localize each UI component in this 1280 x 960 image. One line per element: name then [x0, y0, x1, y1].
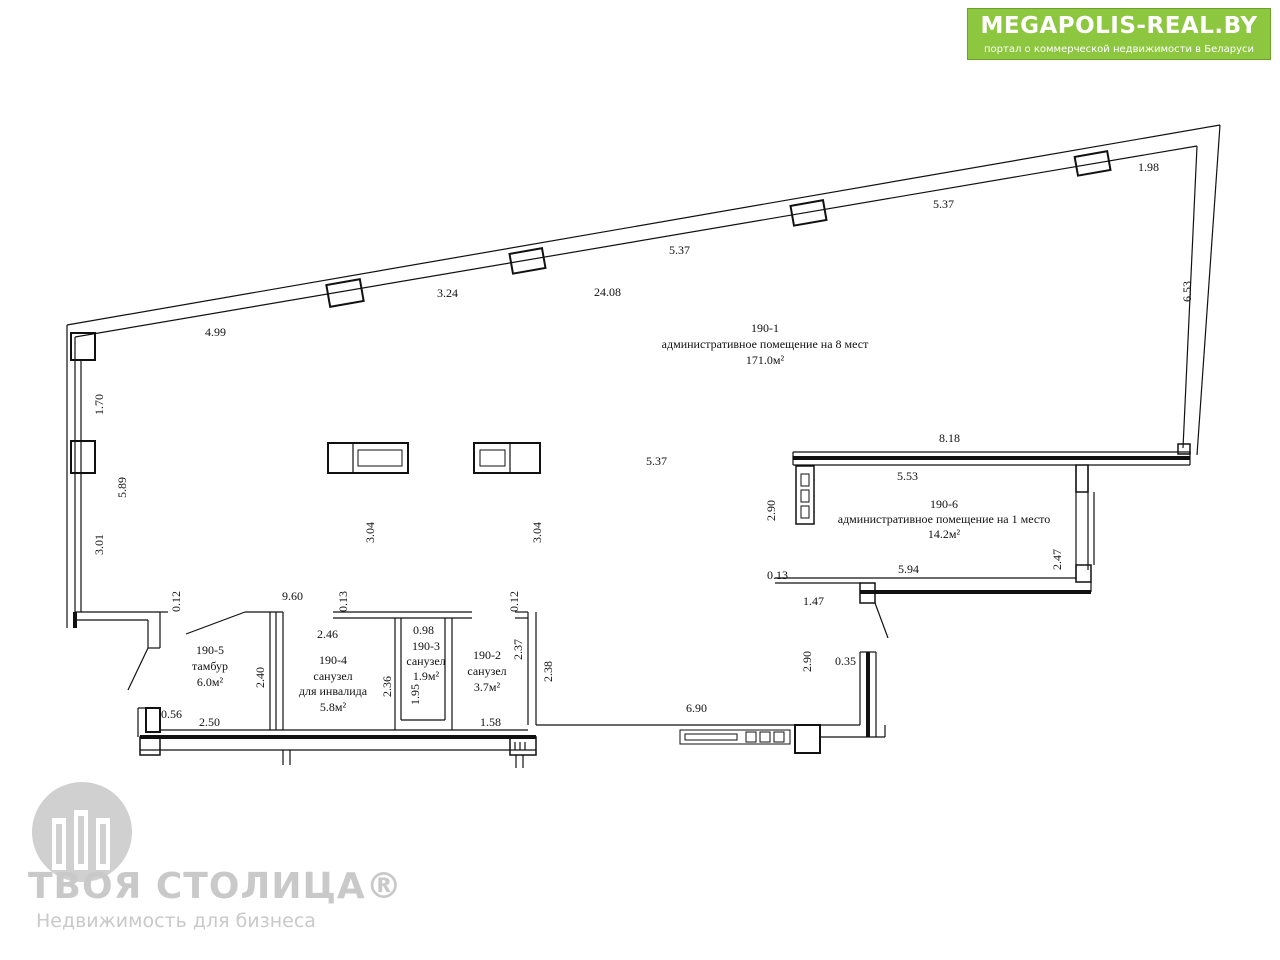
brand-title: MEGAPOLIS-REAL.BY: [980, 13, 1258, 39]
megapolis-logo[interactable]: MEGAPOLIS-REAL.BY портал о коммерческой …: [967, 8, 1271, 60]
dim-label: 2.50: [199, 715, 220, 729]
dim-label: 24.08: [594, 285, 621, 299]
room-190-2-area: 3.7м²: [474, 680, 501, 694]
dim-label: 1.47: [803, 594, 824, 608]
dim-label: 1.98: [1138, 160, 1159, 174]
columns: [70, 150, 1191, 474]
dim-label: 0.13: [767, 568, 788, 582]
dim-label: 3.01: [92, 534, 106, 555]
room-190-4-name2: для инвалида: [299, 684, 368, 698]
dim-label: 5.89: [115, 477, 129, 498]
dim-label: 2.90: [800, 651, 814, 672]
room-190-3-id: 190-3: [412, 639, 440, 653]
dim-label: 1.58: [480, 715, 501, 729]
dim-label: 0.35: [835, 654, 856, 668]
dim-label: 5.53: [897, 469, 918, 483]
dim-label: 5.37: [933, 197, 954, 211]
dim-label: 5.37: [669, 243, 690, 257]
dim-label: 6.90: [686, 701, 707, 715]
dim-label: 9.60: [282, 589, 303, 603]
dim-label: 3.04: [530, 522, 544, 543]
dim-label: 2.37: [511, 639, 525, 660]
room-190-5-id: 190-5: [196, 643, 224, 657]
room-190-2-name: санузел: [467, 664, 506, 678]
dim-label: 1.70: [92, 394, 106, 415]
dim-label: 3.24: [437, 286, 458, 300]
room-190-4-id: 190-4: [319, 653, 347, 667]
outer-walls: [66, 124, 1221, 768]
dim-label: 0.56: [161, 707, 182, 721]
dim-label: 0.12: [169, 591, 183, 612]
room-190-3-name: санузел: [406, 654, 445, 668]
dim-label: 2.46: [317, 627, 338, 641]
dim-label: 0.98: [413, 623, 434, 637]
dim-label: 6.53: [1180, 281, 1194, 302]
dim-label: 2.36: [380, 676, 394, 697]
room-190-6-id: 190-6: [930, 497, 958, 511]
room-190-5-name: тамбур: [192, 659, 228, 673]
dim-label: 2.40: [253, 667, 267, 688]
room-190-5-area: 6.0м²: [197, 675, 224, 689]
dim-label: 0.13: [336, 591, 350, 612]
room-190-1-id: 190-1: [751, 321, 779, 335]
dim-label: 8.18: [939, 431, 960, 445]
room-190-6-name: административное помещение на 1 место: [838, 512, 1050, 526]
brand-tagline: портал о коммерческой недвижимости в Бел…: [984, 44, 1254, 55]
room-190-1-name: административное помещение на 8 мест: [662, 337, 869, 351]
room-190-4-area: 5.8м²: [320, 700, 347, 714]
room-190-3-area: 1.9м²: [413, 669, 440, 683]
dim-label: 2.47: [1050, 549, 1064, 570]
dim-label: 1.95: [408, 684, 422, 705]
room-190-6-area: 14.2м²: [928, 527, 961, 541]
dim-label: 0.12: [507, 591, 521, 612]
dim-label: 2.90: [764, 500, 778, 521]
dim-label: 5.94: [898, 562, 919, 576]
watermark-subtitle: Недвижимость для бизнеса: [36, 910, 316, 932]
room-190-2-id: 190-2: [473, 648, 501, 662]
dim-label: 2.38: [541, 661, 555, 682]
room-190-1-area: 171.0м²: [746, 353, 785, 367]
dim-label: 5.37: [646, 454, 667, 468]
room-labels: 190-1 административное помещение на 8 ме…: [192, 321, 1050, 714]
watermark-title: ТВОЯ СТОЛИЦА®: [28, 866, 403, 907]
dim-label: 3.04: [363, 522, 377, 543]
dimension-labels: 4.99 3.24 24.08 5.37 5.37 1.98 6.53 1.70…: [92, 160, 1194, 729]
building-logo-icon: [32, 782, 132, 882]
room-190-4-name: санузел: [313, 669, 352, 683]
dim-label: 4.99: [205, 325, 226, 339]
